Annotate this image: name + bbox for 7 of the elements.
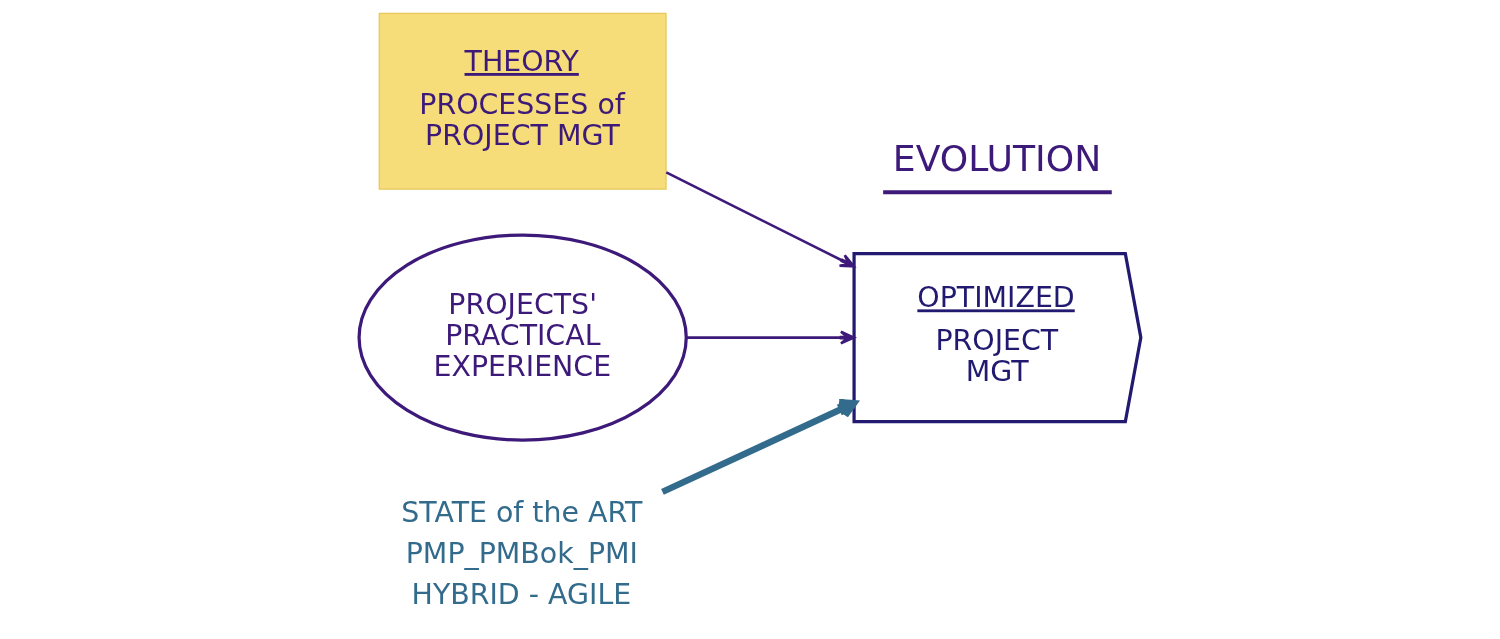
node-text: STATE of the ART PMP_PMBok_PMI HYBRID - AGILE: [401, 495, 643, 612]
arrow: [686, 330, 856, 345]
arrow: [661, 398, 858, 495]
node-ellipse: PROJECTS' PRACTICAL EXPERIENCE: [357, 233, 688, 442]
node-box: THEORY PROCESSES of PROJECT MGT: [378, 12, 667, 190]
arrow: [665, 171, 856, 268]
label: EVOLUTION: [892, 137, 1102, 181]
